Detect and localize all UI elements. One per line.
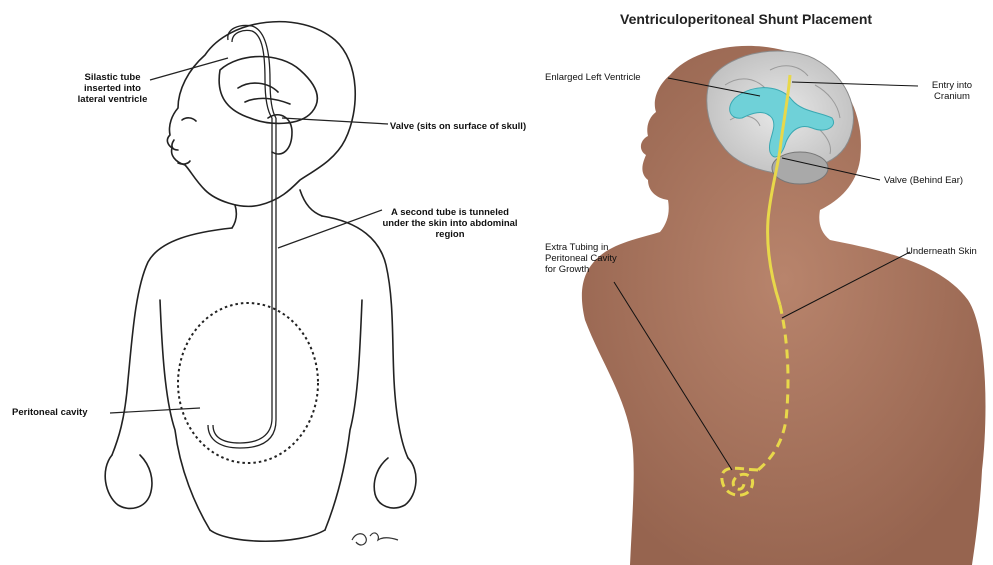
- label-entry-cranium: Entry into Cranium: [913, 80, 991, 102]
- label-peritoneal-cavity: Peritoneal cavity: [12, 407, 112, 418]
- color-illustration: Ventriculoperitoneal Shunt Placement Enl…: [520, 0, 993, 565]
- label-underneath-skin: Underneath Skin: [906, 246, 977, 257]
- label-valve-behind-ear: Valve (Behind Ear): [884, 175, 963, 186]
- label-valve: Valve (sits on surface of skull): [383, 121, 533, 132]
- cerebellum: [772, 152, 828, 184]
- label-extra-tubing: Extra Tubing in Peritoneal Cavity for Gr…: [545, 242, 617, 275]
- artist-signature: [352, 533, 398, 545]
- label-enlarged-ventricle: Enlarged Left Ventricle: [545, 72, 641, 83]
- label-silastic-tube: Silastic tube inserted into lateral vent…: [70, 72, 155, 105]
- line-art-illustration: Silastic tube inserted into lateral vent…: [0, 0, 520, 565]
- label-second-tube: A second tube is tunneled under the skin…: [380, 207, 520, 240]
- figure-title: Ventriculoperitoneal Shunt Placement: [620, 11, 872, 27]
